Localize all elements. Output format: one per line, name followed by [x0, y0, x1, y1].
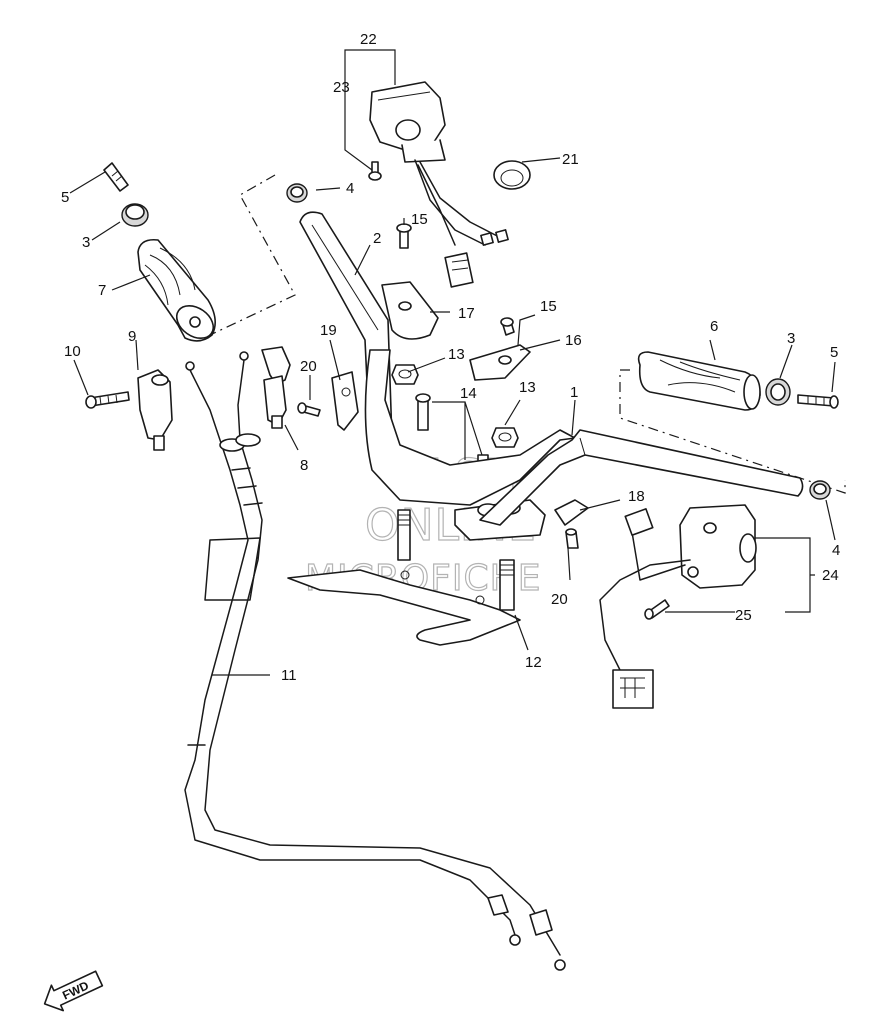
- right-grip: [637, 351, 761, 411]
- fwd-arrow: FWD: [43, 970, 104, 1012]
- callout-5-left: 5: [61, 189, 69, 206]
- callout-18: 18: [628, 488, 645, 505]
- callout-4-left: 4: [346, 180, 354, 197]
- ring-21: [493, 160, 531, 190]
- handlebar-switch-left: [599, 504, 757, 709]
- clamp-18: [554, 499, 589, 526]
- screw-20-left: [297, 402, 321, 417]
- callout-23: 23: [333, 79, 350, 96]
- bolt-5-left: [103, 162, 129, 192]
- callout-2: 2: [373, 230, 381, 247]
- callout-1: 1: [570, 384, 578, 401]
- bar-end-weight-left: [121, 203, 149, 227]
- callout-17: 17: [458, 305, 475, 322]
- callout-12: 12: [525, 654, 542, 671]
- nut-13-right: [491, 427, 519, 448]
- bar-end-weight-right: [765, 378, 791, 406]
- bracket-19: [331, 371, 359, 431]
- handlebar-right-tube: [479, 429, 804, 526]
- throttle-cables: [184, 351, 566, 971]
- screw-25: [644, 599, 670, 620]
- callout-21: 21: [562, 151, 579, 168]
- screw-23: [368, 161, 382, 181]
- bracket-17: [381, 281, 439, 340]
- handlebar-switch-right: [369, 81, 509, 288]
- alignment-lines: [209, 174, 846, 494]
- nut-13-left: [391, 364, 419, 385]
- callout-13-left: 13: [448, 346, 465, 363]
- screw-20-right: [565, 528, 579, 549]
- holder-9: [137, 369, 173, 451]
- callout-19: 19: [320, 322, 337, 339]
- callout-8: 8: [300, 457, 308, 474]
- callout-20-left: 20: [300, 358, 317, 375]
- callout-7: 7: [98, 282, 106, 299]
- callout-22: 22: [360, 31, 377, 48]
- callout-3-right: 3: [787, 330, 795, 347]
- callout-20-right: 20: [551, 591, 568, 608]
- left-grip: [137, 238, 216, 342]
- bolt-15-left: [396, 223, 412, 249]
- callout-10: 10: [64, 343, 81, 360]
- collar-4-right: [809, 480, 831, 500]
- callout-13-right: 13: [519, 379, 536, 396]
- callout-5-right: 5: [830, 344, 838, 361]
- callout-11: 11: [281, 667, 297, 684]
- bolt-15-right: [500, 317, 515, 336]
- leader-lines: [69, 49, 836, 676]
- callout-6: 6: [710, 318, 718, 335]
- bolt-5-right: [797, 394, 839, 409]
- callout-14: 14: [460, 385, 477, 402]
- callout-3-left: 3: [82, 234, 90, 251]
- callout-4-right: 4: [832, 542, 840, 559]
- callout-25: 25: [735, 607, 752, 624]
- bracket-16: [469, 344, 531, 381]
- callout-16: 16: [565, 332, 582, 349]
- holder-8: [261, 346, 291, 429]
- callout-9: 9: [128, 328, 136, 345]
- collar-4-left: [286, 183, 308, 203]
- callout-15-left: 15: [411, 211, 428, 228]
- callout-15-right: 15: [540, 298, 557, 315]
- bolt-10: [85, 391, 130, 409]
- callout-labels: 22 23 21 4 5 3 7 2 15 17 15 16 13 13 14 …: [61, 31, 840, 684]
- callout-24: 24: [822, 567, 839, 584]
